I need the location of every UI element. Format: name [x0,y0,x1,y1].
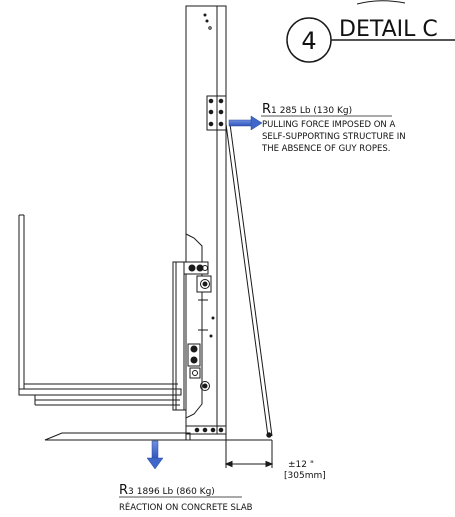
r1-note-line-2: SELF-SUPPORTING STRUCTURE IN [262,132,406,142]
base-plate [44,425,272,441]
r3-index: 3 [128,487,134,497]
dimension-imperial: ±12 " [288,460,314,470]
r3-note: RÉACTION ON CONCRETE SLAB [119,501,253,513]
top-bracket-plate [206,95,227,131]
r1-note-line-1: PULLING FORCE IMPOSED ON A [262,120,395,130]
carriage-hardware [183,233,212,419]
vertical-mast [185,5,227,435]
detail-header: 4 DETAIL C [286,0,455,63]
diagonal-brace [225,123,273,438]
detail-title: DETAIL C [339,17,438,42]
r1-value: 285 Lb (130 Kg) [280,106,352,116]
r3-value: 1896 Lb (860 Kg) [137,487,215,497]
platform-carriage [18,214,187,411]
r1-arrow [228,115,263,131]
detail-number: 4 [301,27,316,55]
r3-arrow [146,440,164,470]
dimension-line [224,440,274,468]
r1-note-line-3: THE ABSENCE OF GUY ROPES. [261,144,390,154]
r1-symbol: R [262,102,271,117]
r3-symbol: R [119,483,128,498]
header-arc [356,0,406,5]
dimension-metric: [305mm] [284,471,326,481]
r1-index: 1 [271,106,277,116]
